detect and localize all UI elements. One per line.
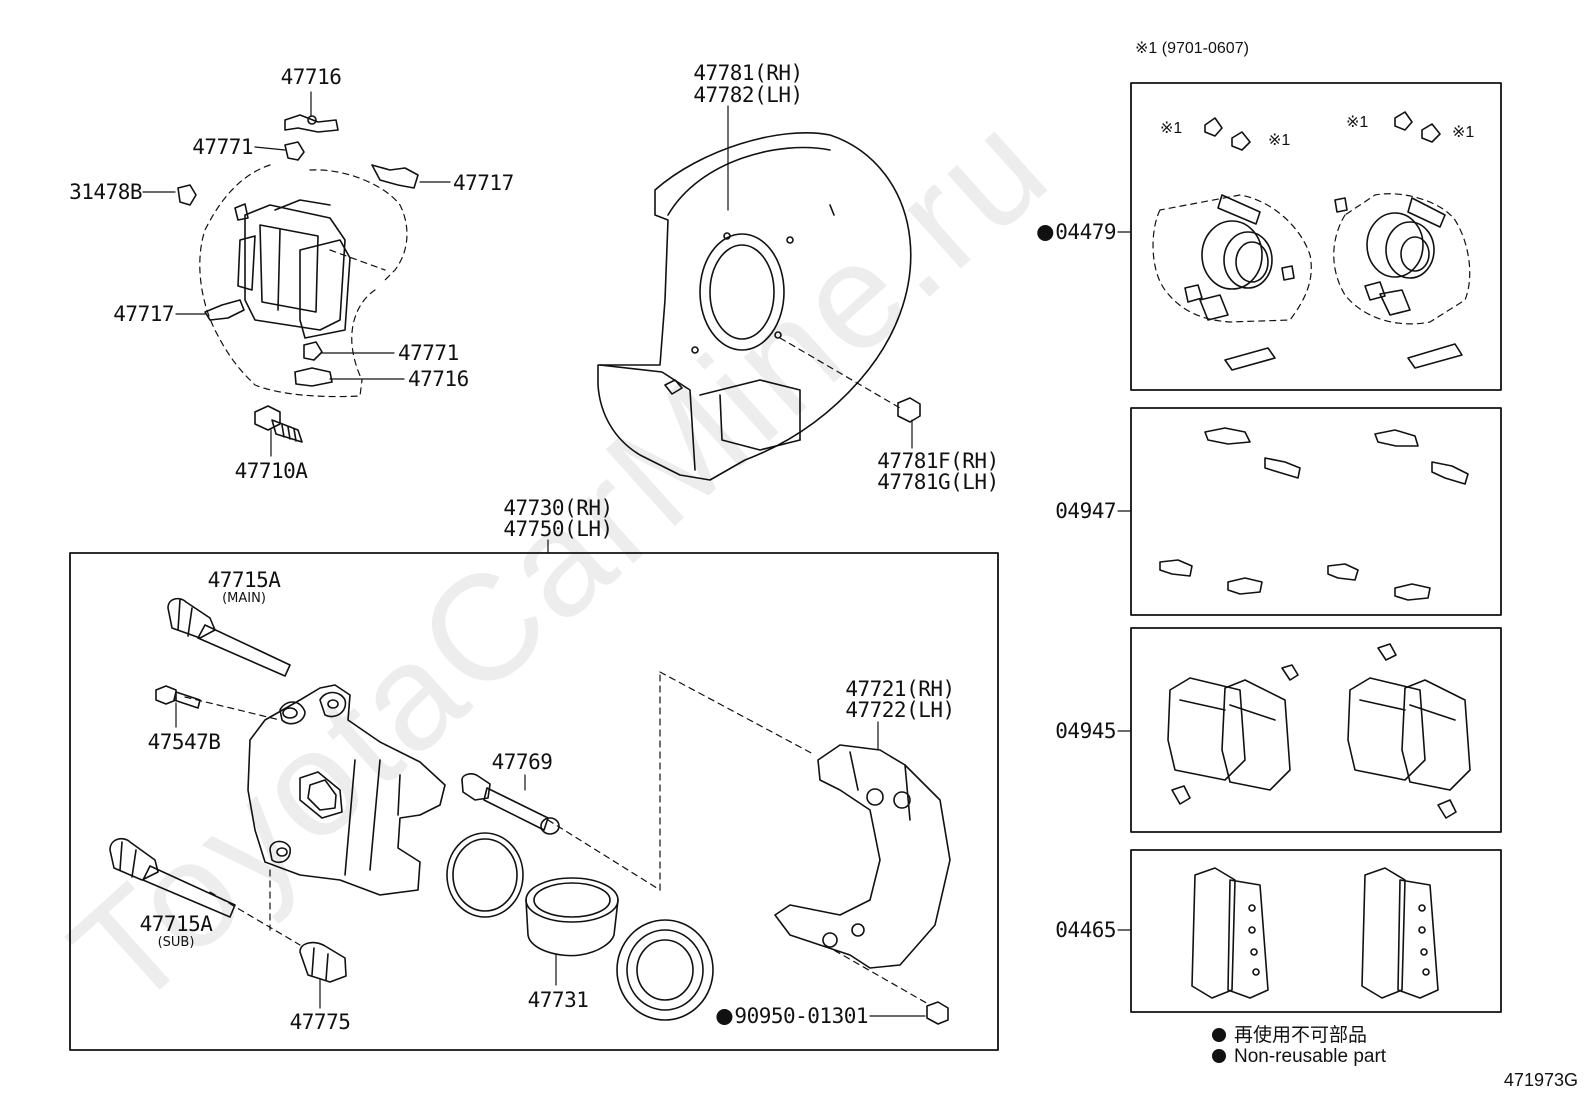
note-date-range: ※1 (9701-0607) [1135, 40, 1249, 57]
kit-marker: ※1 [1452, 124, 1475, 141]
bolt-drawing [254, 405, 303, 443]
label-47769: 47769 [491, 750, 553, 774]
label-47717-right: 47717 [453, 171, 514, 195]
kit-box-04465 [1130, 849, 1502, 1013]
diagram-id: 471973G [1503, 1070, 1578, 1090]
label-sub-note: (SUB) [157, 935, 195, 950]
label-47721-rh: 47721(RH) [845, 677, 955, 701]
label-47781F-rh: 47781F(RH) [877, 449, 999, 473]
leader-lines [142, 91, 1132, 1017]
bolt-90950-drawing [926, 1001, 949, 1025]
kit-marker: ※1 [1346, 114, 1369, 131]
dust-shield-drawing [597, 131, 912, 481]
pin-47769-drawing [461, 773, 560, 835]
label-47771-top: 47771 [192, 135, 253, 159]
label-47715A-sub: 47715A [139, 912, 213, 936]
caliper-assembly-box [69, 552, 999, 1051]
kit-04465-drawing [1191, 867, 1439, 999]
label-47715A-main: 47715A [207, 568, 281, 592]
label-47771-bottom: 47771 [398, 341, 459, 365]
kit-04479-drawing [1152, 111, 1471, 371]
kit-04947-drawing [1159, 427, 1469, 601]
non-reusable-dot-icon [1037, 225, 1054, 241]
kit-box-04945 [1130, 627, 1502, 833]
kit-marker: ※1 [1268, 132, 1291, 149]
label-47722-lh: 47722(LH) [845, 698, 955, 722]
piston-drawing [525, 877, 619, 957]
bleeder-screw-drawing [155, 685, 201, 709]
label-47716-bottom: 47716 [408, 367, 469, 391]
label-47781-rh: 47781(RH) [693, 61, 803, 85]
clips-drawing [177, 114, 419, 387]
brake-pads-drawing [234, 199, 351, 339]
caliper-mounting-drawing [774, 744, 951, 969]
caliper-body-drawing [247, 684, 446, 896]
label-04947: 04947 [1055, 499, 1116, 523]
legend-jp: 再使用不可部品 [1212, 1020, 1367, 1047]
bushing-drawing [299, 941, 347, 983]
slide-pin-sub-drawing [109, 837, 236, 918]
label-47781G-lh: 47781G(LH) [877, 470, 999, 494]
kit-box-04947 [1130, 407, 1502, 616]
kit-04945-drawing [1167, 643, 1471, 819]
kit-box-04479 [1130, 82, 1502, 391]
non-reusable-dot-icon [1212, 1028, 1226, 1042]
piston-boot-drawing [616, 919, 714, 1021]
label-47775: 47775 [289, 1010, 351, 1034]
label-04465: 04465 [1055, 918, 1116, 942]
label-47782-lh: 47782(LH) [693, 83, 803, 107]
label-90950-01301: 90950-01301 [716, 1005, 868, 1027]
label-47716-top: 47716 [280, 65, 342, 89]
label-47730-rh: 47730(RH) [503, 496, 613, 520]
label-47717-left: 47717 [113, 302, 174, 326]
non-reusable-dot-icon [1212, 1049, 1226, 1063]
non-reusable-dot-icon [716, 1009, 733, 1025]
label-47547B: 47547B [147, 730, 221, 754]
piston-seal-drawing [446, 832, 524, 918]
label-04479: 04479 [1037, 221, 1116, 243]
label-main-note: (MAIN) [222, 591, 266, 606]
shield-bolt-drawing [779, 337, 921, 423]
kit-marker: ※1 [1160, 120, 1183, 137]
pad-kit-outline [199, 164, 408, 398]
label-31478B: 31478B [69, 180, 142, 204]
legend-en: Non-reusable part [1212, 1046, 1386, 1068]
label-04945: 04945 [1055, 719, 1116, 743]
label-47750-lh: 47750(LH) [503, 517, 613, 541]
label-47710A: 47710A [234, 459, 308, 483]
label-47731: 47731 [527, 988, 589, 1012]
slide-pin-main-drawing [167, 597, 291, 677]
